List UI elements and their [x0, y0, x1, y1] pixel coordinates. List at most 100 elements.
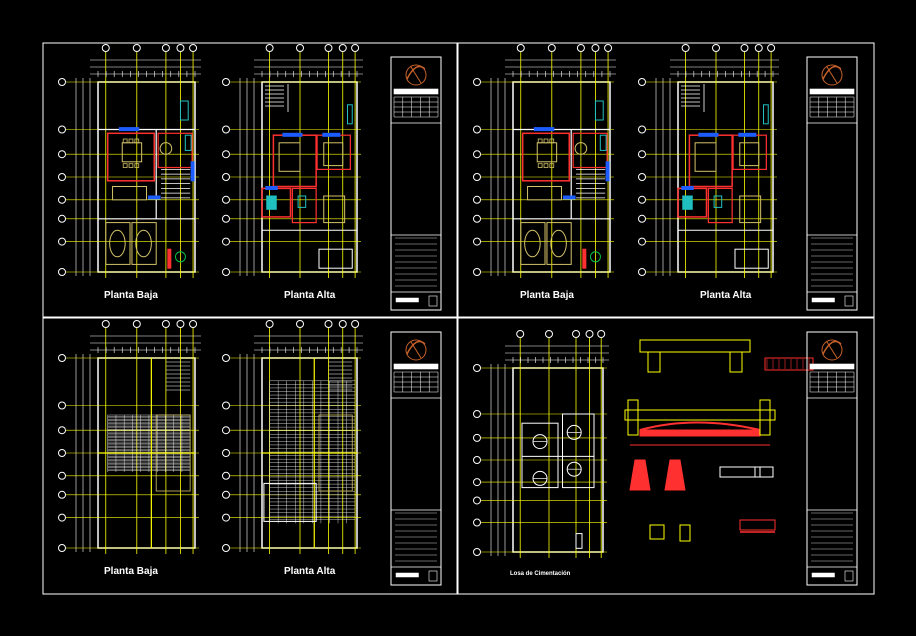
axis-bubble-left — [473, 410, 481, 418]
axis-bubble-left — [222, 354, 230, 362]
axis-bubble-left — [473, 548, 481, 556]
axis-bubble-left — [638, 195, 646, 204]
axis-bubble-top — [516, 330, 525, 338]
column — [575, 533, 583, 549]
axis-bubble-left — [222, 78, 230, 86]
slab-zone — [318, 414, 353, 492]
sheet-floor-plans-furnished-a — [58, 44, 442, 311]
beam-detail — [739, 519, 776, 531]
room-highlight — [291, 187, 317, 224]
chair — [537, 163, 543, 168]
axis-bubble-top — [754, 44, 763, 52]
balcony — [734, 248, 769, 269]
chair — [134, 163, 140, 168]
axis-bubble-top — [740, 44, 749, 52]
window — [698, 132, 719, 137]
axis-bubble-left — [473, 496, 481, 505]
bed — [694, 142, 717, 172]
garden-plant — [174, 251, 186, 263]
axis-bubble-left — [58, 195, 66, 204]
sheet-number-box — [428, 295, 438, 307]
axis-bubble-left — [58, 354, 66, 362]
window — [282, 132, 303, 137]
car-roof — [109, 229, 126, 258]
detail-box — [719, 466, 761, 478]
axis-bubble-left — [222, 125, 230, 134]
pile-cap-section — [664, 459, 686, 491]
axis-bubble-top — [265, 44, 274, 52]
axis-bubble-left — [473, 150, 481, 159]
logo-circle — [405, 339, 427, 361]
logo-caption-bar — [393, 363, 439, 370]
logo-stroke — [826, 66, 838, 84]
axis-bubble-left — [58, 544, 66, 552]
bath-fixture — [682, 195, 693, 210]
column-detail — [649, 524, 665, 540]
axis-bubble-top — [338, 320, 347, 328]
axis-bubble-left — [222, 214, 230, 223]
axis-bubble-top — [712, 44, 720, 52]
axis-bubble-top — [101, 320, 110, 328]
closet — [347, 104, 353, 125]
detail-box — [754, 466, 774, 478]
axis-bubble-left — [473, 518, 481, 527]
axis-bubble-left — [473, 478, 481, 487]
axis-bubble-left — [58, 173, 66, 181]
axis-bubble-top — [545, 330, 553, 338]
window — [533, 127, 555, 132]
chair — [134, 138, 140, 144]
axis-bubble-top — [585, 330, 594, 338]
logo-swoosh — [822, 65, 842, 80]
axis-bubble-left — [473, 268, 481, 276]
axis-bubble-left — [638, 173, 646, 181]
axis-bubble-top — [351, 44, 360, 52]
axis-bubble-left — [222, 490, 230, 499]
sheet-floor-plans-structural — [58, 320, 442, 586]
sheet-frames — [42, 42, 875, 595]
rebar-curve — [639, 421, 761, 431]
label-planta-baja-1: Planta Baja — [104, 290, 158, 301]
sheet-foundation-plan — [473, 330, 858, 586]
beam-section — [639, 339, 751, 353]
balcony — [318, 248, 353, 269]
axis-bubble-top — [338, 44, 347, 52]
axis-bubble-top — [176, 320, 185, 328]
axis-bubble-left — [473, 195, 481, 204]
label-planta-alta-3: Planta Alta — [284, 566, 336, 577]
bed — [739, 195, 762, 224]
label-planta-baja-2: Planta Baja — [520, 290, 574, 301]
closet — [763, 104, 769, 125]
chair — [122, 163, 128, 168]
sheet-frame-3 — [42, 317, 458, 595]
axis-bubble-left — [638, 125, 646, 134]
footing-zone — [521, 422, 559, 489]
axis-bubble-left — [473, 125, 481, 134]
axis-bubble-top — [132, 320, 141, 328]
round-table — [159, 142, 173, 155]
chair — [549, 138, 555, 144]
window — [118, 127, 140, 132]
pile-cap-section — [629, 459, 651, 491]
bed — [739, 142, 760, 167]
logo-swoosh — [406, 340, 426, 355]
column-detail — [679, 524, 691, 542]
logo-swoosh — [406, 65, 426, 80]
column-marker — [582, 248, 587, 269]
window — [738, 132, 757, 137]
chair — [128, 138, 134, 144]
axis-bubble-top — [547, 44, 556, 52]
chair — [122, 138, 128, 144]
axis-bubble-top — [161, 44, 170, 52]
axis-bubble-left — [473, 78, 481, 86]
beam-section — [647, 351, 661, 373]
title-block — [390, 56, 442, 311]
chair — [543, 138, 549, 144]
window — [265, 186, 278, 190]
label-planta-alta-1: Planta Alta — [284, 290, 336, 301]
logo-swoosh — [822, 340, 842, 355]
axis-bubble-left — [222, 173, 230, 181]
footing-base — [639, 429, 761, 437]
car — [105, 222, 131, 265]
round-table — [574, 142, 588, 155]
